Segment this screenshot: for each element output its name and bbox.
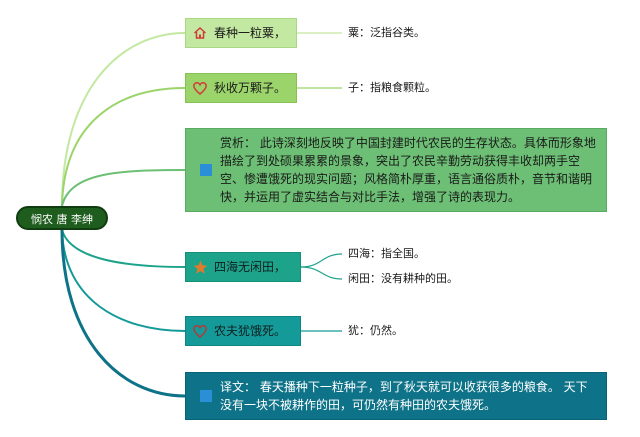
branch-node-1[interactable]: 春种一粒粟， [185, 18, 297, 48]
branch-label: 农夫犹饿死。 [214, 324, 287, 338]
branch-label: 秋收万颗子。 [214, 81, 287, 95]
note-b5: 犹：仍然。 [348, 324, 403, 337]
link-root-b2 [61, 87, 186, 207]
translation-text: 译文： 春天播种下一粒种子，到了秋天就可以收获很多的粮食。 天下没有一块不被耕作… [220, 380, 588, 412]
link-root-b6 [60, 229, 186, 398]
link-b4-note1 [300, 253, 343, 268]
star-icon [192, 259, 208, 275]
square-icon [198, 162, 214, 178]
heart-outline-icon [192, 323, 208, 339]
root-node[interactable]: 悯农 唐 李绅 [16, 206, 108, 230]
note-b4-1: 四海：指全国。 [348, 247, 425, 260]
heart-icon [192, 80, 208, 96]
branch-node-6[interactable]: 译文： 春天播种下一粒种子，到了秋天就可以收获很多的粮食。 天下没有一块不被耕作… [185, 372, 607, 420]
link-root-b4 [61, 229, 186, 268]
branch-label: 春种一粒粟， [214, 26, 287, 40]
appreciation-text: 赏析： 此诗深刻地反映了中国封建时代农民的生存状态。具体而形象地描绘了到处硕果累… [220, 136, 596, 204]
link-root-b5 [61, 229, 186, 332]
link-b4-note2 [300, 266, 343, 280]
branch-label: 四海无闲田， [214, 260, 287, 274]
branch-node-3[interactable]: 赏析： 此诗深刻地反映了中国封建时代农民的生存状态。具体而形象地描绘了到处硕果累… [185, 128, 607, 212]
note-b4-2: 闲田：没有耕种的田。 [348, 272, 458, 285]
branch-node-5[interactable]: 农夫犹饿死。 [185, 316, 301, 346]
link-root-b1 [61, 32, 186, 207]
branch-node-4[interactable]: 四海无闲田， [185, 252, 301, 282]
square-icon [198, 388, 214, 404]
link-root-b3 [61, 169, 186, 207]
home-icon [192, 25, 208, 41]
note-b2: 子：指粮食颗粒。 [348, 81, 436, 94]
branch-node-2[interactable]: 秋收万颗子。 [185, 73, 297, 103]
note-b1: 粟：泛指谷类。 [348, 26, 425, 39]
